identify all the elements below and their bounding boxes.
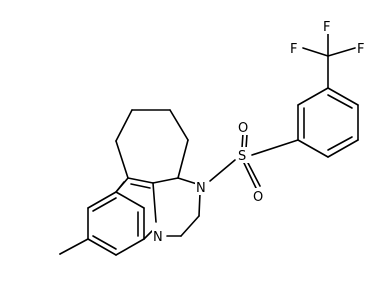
bond-cyc-f [152,177,179,184]
bond-benzo-f2 [92,235,117,250]
bonds [59,32,359,256]
bond-benzo-e [115,238,145,256]
bond-aryl-c2 [327,94,353,109]
atom-f-right: F [356,40,368,57]
bond-aryl-e [327,139,359,158]
atom-n-indole: N [152,228,166,245]
bond-benzo-c [115,191,145,209]
bond-s-o-top2 [245,133,248,150]
bond-aryl-b [297,87,329,106]
atom-label-o-bottom: O [253,190,263,205]
bond-pyrrole-b [127,177,154,184]
atom-label-f-top: F [323,20,330,35]
atom-label-f-right: F [357,42,364,57]
atom-f-top: F [322,18,334,35]
bond-pip-c [180,215,200,237]
bond-pip-b [198,192,201,217]
bond-s-aryl [251,139,299,156]
atom-label-n-sulfonamide: N [196,181,206,196]
bond-pyrrole-b2 [130,183,151,189]
bond-cyc-b [115,109,133,142]
bond-benzo-b [87,191,117,209]
bond-benzo-b2 [92,197,117,212]
atom-o-top: O [237,119,251,136]
bond-aryl-e2 [327,136,353,151]
bond-s-o-top [241,132,244,149]
atom-s: S [237,147,251,164]
bond-n-s [209,159,236,182]
bond-pyrrole-a2 [115,181,125,193]
atom-o-bottom: O [252,188,266,205]
atom-label-s: S [238,149,246,164]
atom-label-n-indole: N [153,230,163,245]
atom-label-o-top: O [238,121,248,136]
atom-labels: N N S O O F F F [152,18,368,245]
bond-aryl-c [327,87,359,106]
bond-pip-a [177,177,198,185]
atom-f-left: F [289,40,301,57]
bond-cyc-a [115,140,129,179]
bond-pyrrole-c [152,182,157,223]
bond-cyc-d [169,109,189,141]
atom-label-f-left: F [290,42,297,57]
bond-benzo-f [87,238,117,256]
bond-cyc-e [177,139,189,179]
bond-pyrrole-d [143,230,153,240]
bond-aryl-f [297,139,329,158]
bond-cf3-f-right [327,47,356,57]
bond-s-o-bottom2 [246,160,261,187]
bond-cf3-f-left [302,47,329,57]
atom-n-sulfonamide: N [195,179,209,196]
bond-s-o-bottom [243,162,257,189]
bond-methyl [59,238,89,255]
